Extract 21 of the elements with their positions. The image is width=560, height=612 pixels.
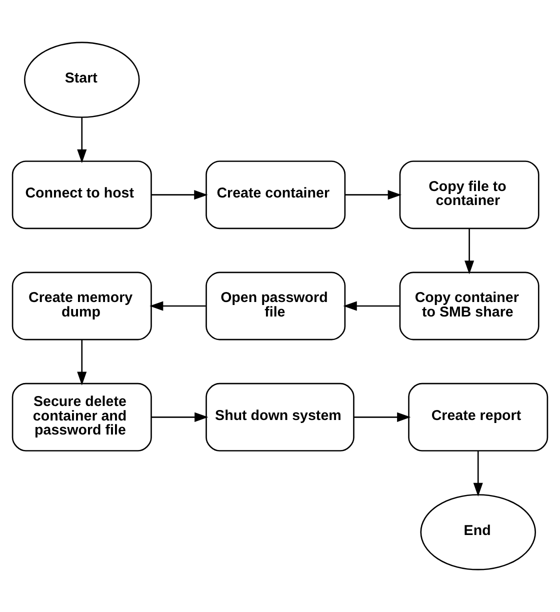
arrow [77,340,87,386]
arrow [152,190,208,200]
node-box: Copy file to container [399,160,540,230]
node-box: Create memory dump [12,272,152,340]
arrow [77,118,87,164]
node-box: Create container [206,160,346,230]
arrow [345,190,402,200]
arrow [464,228,474,274]
node-ellipse: Start [24,42,140,118]
arrow [150,301,206,311]
arrow [473,450,483,497]
arrow [354,412,411,422]
node-box: Secure delete container and password file [12,382,152,452]
node-box: Copy container to SMB share [399,272,540,340]
node-box: Open password file [206,272,346,340]
arrow [343,301,400,311]
node-ellipse: End [420,494,536,570]
arrow [152,412,208,422]
node-box: Connect to host [12,160,152,230]
node-box: Create report [408,382,548,452]
node-box: Shut down system [206,382,354,452]
